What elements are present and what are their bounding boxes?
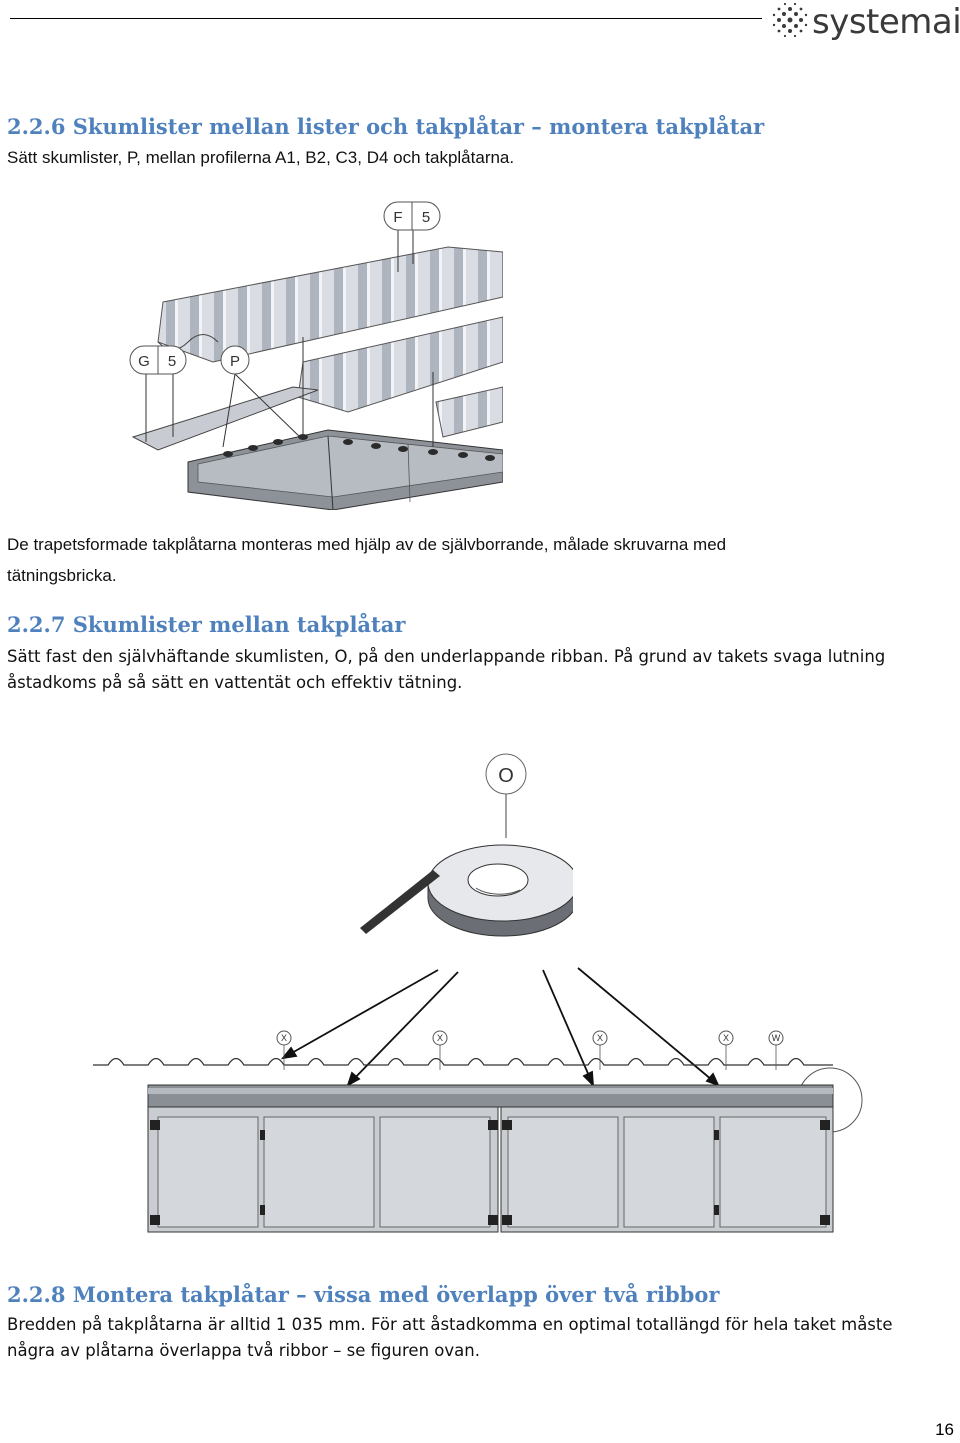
- callout-f-label: F: [393, 209, 402, 226]
- callout-g-label: G: [138, 353, 150, 370]
- callout-g5: G 5: [129, 345, 187, 375]
- marker-x-4-label: X: [723, 1033, 729, 1043]
- roof-sheet-bottom: [435, 386, 503, 438]
- heading-2-2-6: 2.2.6 Skumlister mellan lister och takpl…: [7, 114, 765, 139]
- page-number: 16: [935, 1420, 954, 1439]
- callout-o-label: O: [498, 765, 514, 787]
- paragraph-2-2-6: Sätt skumlister, P, mellan profilerna A1…: [7, 148, 515, 167]
- paragraph-2-2-8-line2: några av plåtarna överlappa två ribbor –…: [7, 1341, 480, 1360]
- unit-right: [500, 1106, 834, 1233]
- pointer-arrows: [280, 967, 720, 1088]
- heading-2-2-8: 2.2.8 Montera takplåtar – vissa med över…: [7, 1282, 720, 1307]
- profile-strip: [131, 386, 319, 451]
- roof-sheets-figure: F 5 G 5 P: [129, 201, 503, 510]
- heading-2-2-7: 2.2.7 Skumlister mellan takplåtar: [7, 612, 406, 637]
- callout-p: P: [220, 345, 250, 375]
- foam-roll: [427, 844, 573, 937]
- foam-roll-figure: O: [360, 753, 573, 937]
- callout-o: O: [485, 753, 527, 795]
- paragraph-2-2-7-line2: åstadkoms på så sätt en vattentät och ef…: [7, 673, 463, 692]
- header-rule: [10, 18, 762, 19]
- corrugated-profile: [93, 1057, 833, 1066]
- systemair-logo-icon: [772, 2, 808, 38]
- paragraph-screws-line1: De trapetsformade takplåtarna monteras m…: [7, 535, 727, 554]
- paragraph-screws-line2: tätningsbricka.: [7, 566, 117, 585]
- callout-5b-label: 5: [168, 353, 176, 370]
- roof-base-frame: [187, 429, 503, 510]
- foam-strip: [360, 870, 440, 934]
- marker-w-label: W: [772, 1033, 781, 1043]
- callout-p-label: P: [230, 353, 240, 370]
- marker-x-3-label: X: [597, 1033, 603, 1043]
- marker-x-2-label: X: [437, 1033, 443, 1043]
- marker-x-1-label: X: [281, 1033, 287, 1043]
- callout-5a-label: 5: [422, 209, 430, 226]
- roof-cross-section-figure: X X X X W: [93, 967, 863, 1233]
- unit-left: [147, 1106, 499, 1233]
- paragraph-2-2-8-line1: Bredden på takplåtarna är alltid 1 035 m…: [7, 1315, 893, 1334]
- paragraph-2-2-7-line1: Sätt fast den självhäftande skumlisten, …: [7, 647, 886, 666]
- brand-name: systemair: [812, 2, 960, 42]
- callout-f5: F 5: [383, 201, 441, 231]
